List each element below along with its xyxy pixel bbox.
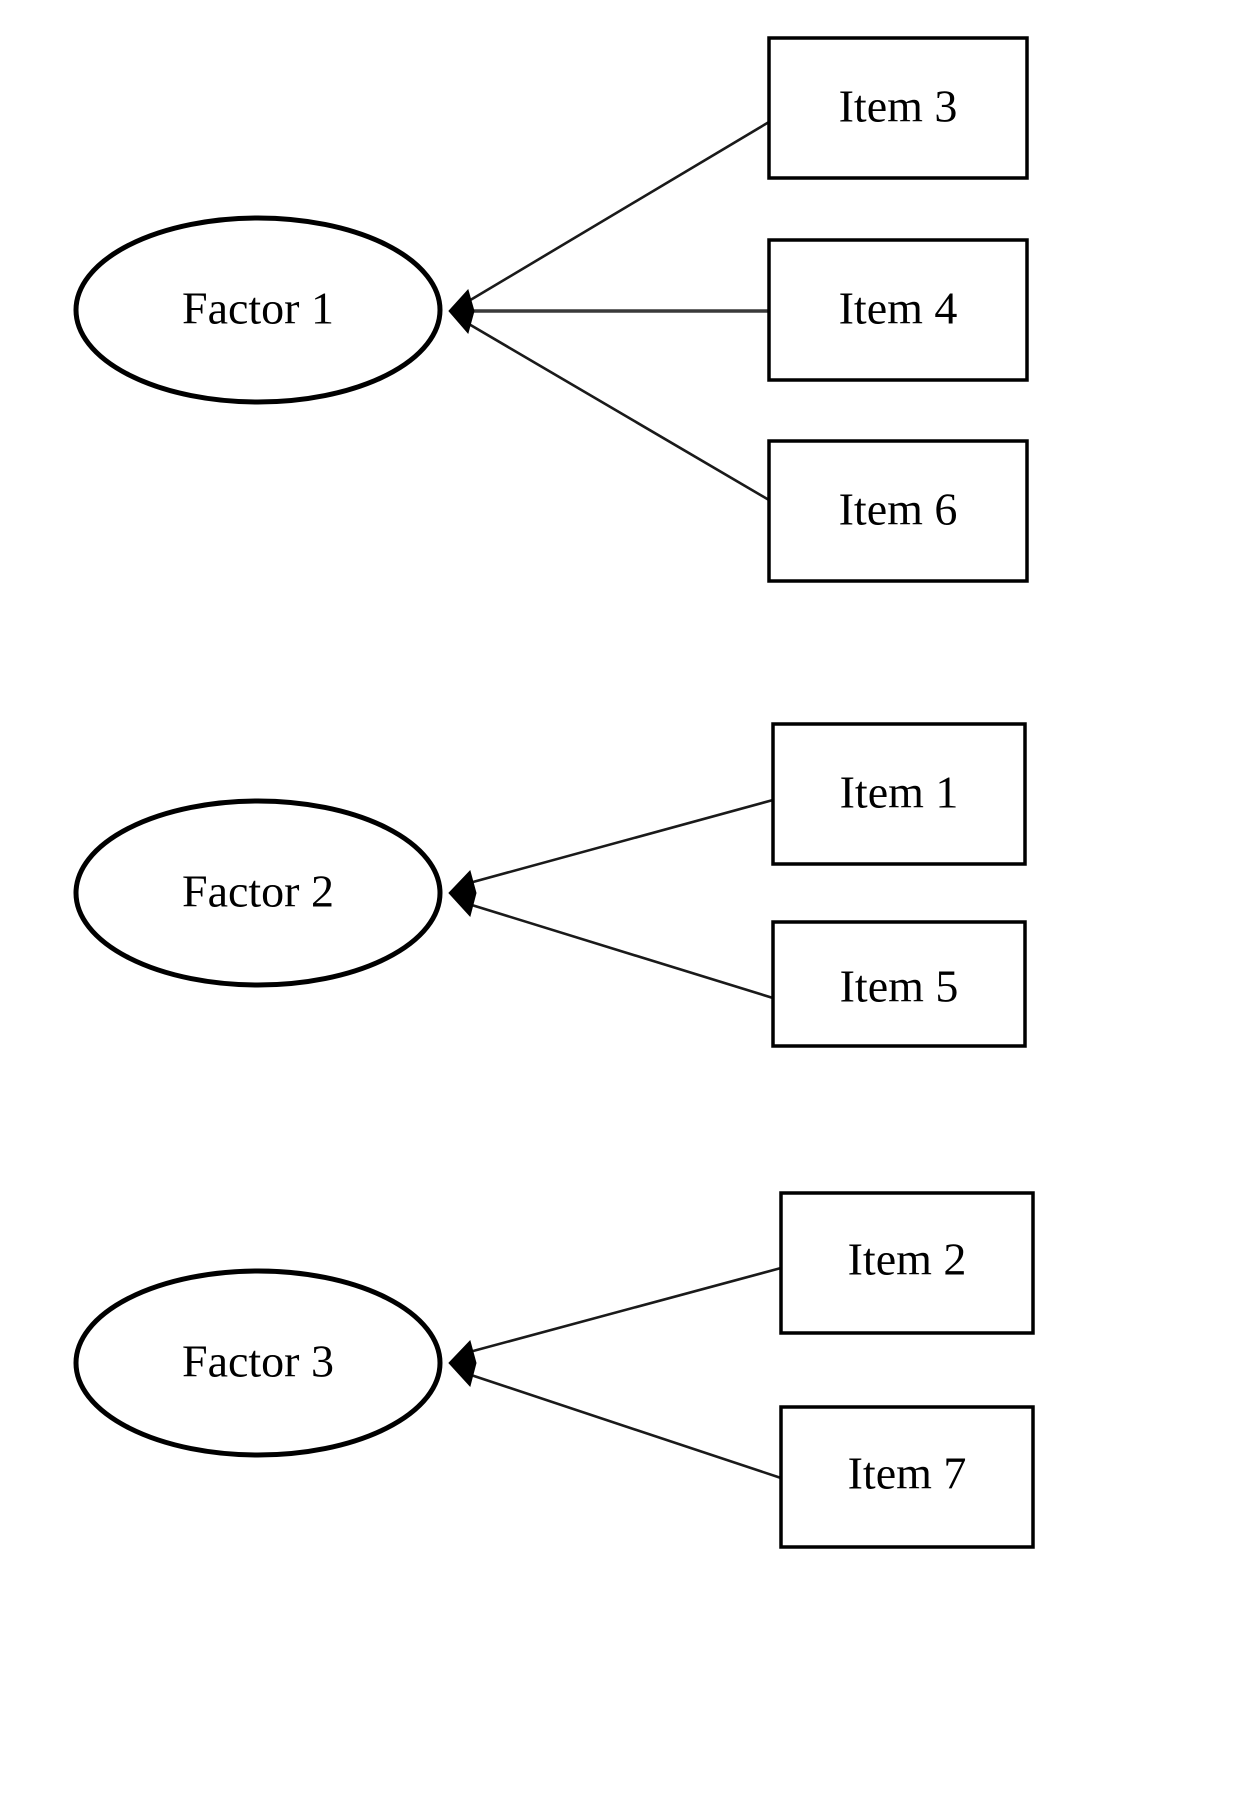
factor-3-label: Factor 3 — [182, 1336, 334, 1387]
arrowhead-factor1 — [448, 288, 475, 335]
factor-1-label: Factor 1 — [182, 283, 334, 334]
item-7-label: Item 7 — [848, 1448, 967, 1499]
path-item1-to-factor2 — [461, 798, 774, 887]
path-item5-to-factor2 — [461, 900, 774, 1000]
arrowhead-factor2 — [448, 870, 477, 918]
item-2-label: Item 2 — [848, 1234, 967, 1285]
factor-1-ellipse[interactable] — [73, 215, 443, 405]
path-item6-to-factor1 — [461, 318, 770, 502]
item-5-label: Item 5 — [840, 961, 959, 1012]
item-5-box[interactable] — [771, 920, 1027, 1048]
item-3-label: Item 3 — [839, 81, 958, 132]
factor-2-ellipse[interactable] — [73, 798, 443, 988]
factor-group-1: Factor 1 Item 3 Item 4 Item 6 — [73, 36, 1029, 583]
path-item3-to-factor1 — [461, 120, 770, 307]
item-4-label: Item 4 — [839, 283, 958, 334]
arrowhead-factor3 — [448, 1340, 477, 1388]
item-6-label: Item 6 — [839, 484, 958, 535]
path-item2-to-factor3 — [461, 1266, 782, 1356]
item-1-label: Item 1 — [840, 767, 959, 818]
factor-group-2: Factor 2 Item 1 Item 5 — [73, 722, 1027, 1048]
item-1-box[interactable] — [771, 722, 1027, 866]
path-item7-to-factor3 — [461, 1370, 782, 1480]
item-2-box[interactable] — [779, 1191, 1035, 1335]
item-6-box[interactable] — [767, 439, 1029, 583]
factor-2-label: Factor 2 — [182, 866, 334, 917]
factor-3-ellipse[interactable] — [73, 1268, 443, 1458]
item-7-box[interactable] — [779, 1405, 1035, 1549]
item-4-box[interactable] — [767, 238, 1029, 382]
item-3-box[interactable] — [767, 36, 1029, 180]
factor-group-3: Factor 3 Item 2 Item 7 — [73, 1191, 1035, 1549]
